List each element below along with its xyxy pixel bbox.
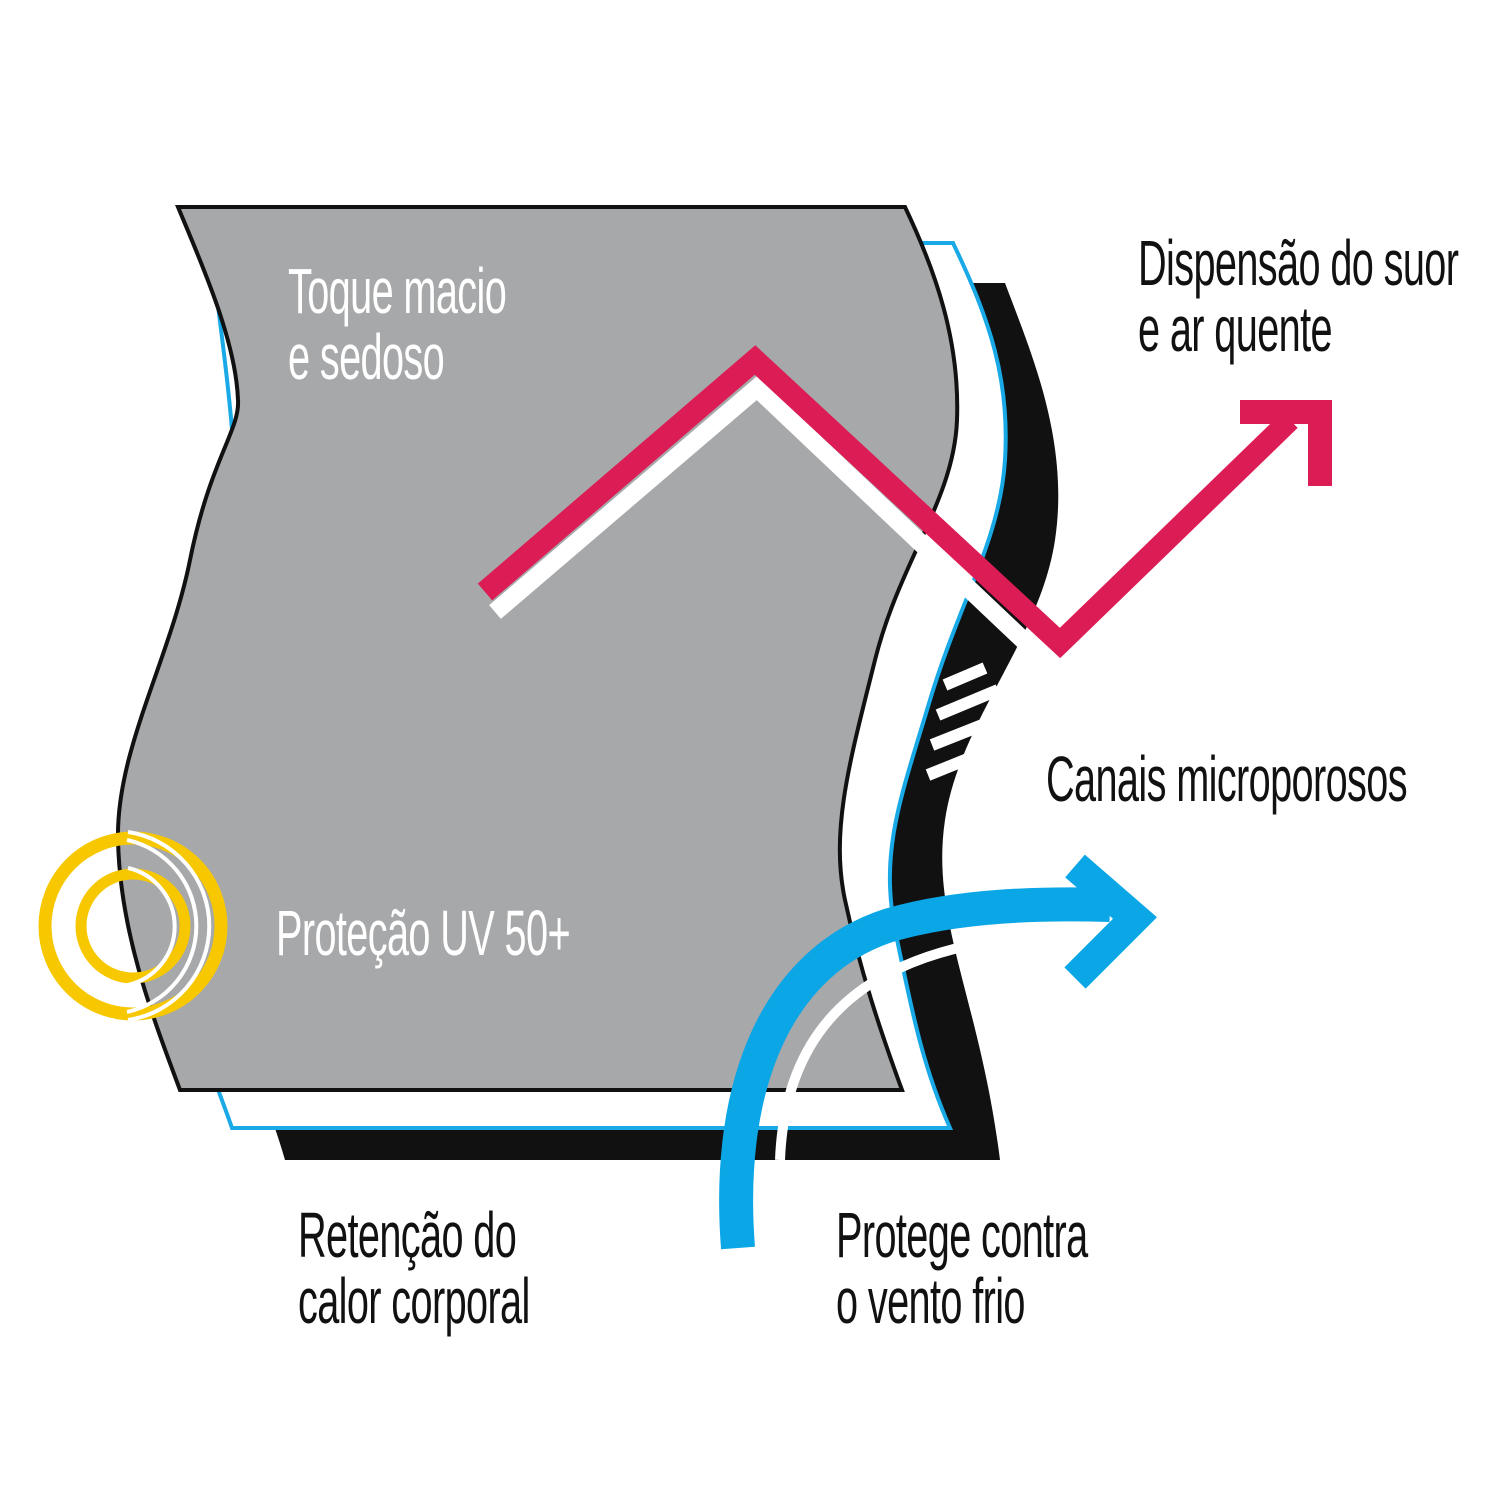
uv-line-1: Proteção UV 50+ bbox=[276, 897, 571, 969]
heat-line-1: Retenção do bbox=[298, 1199, 517, 1271]
sweat-arrow-icon bbox=[477, 345, 1332, 682]
wind-line-1: Protege contra bbox=[836, 1199, 1088, 1271]
wind-line-2: o vento frio bbox=[836, 1265, 1025, 1337]
outer-fabric-layer bbox=[115, 205, 960, 1092]
soft-touch-label: Toque macio e sedoso bbox=[288, 255, 507, 393]
uv-rings-icon bbox=[38, 830, 228, 1022]
microporous-label: Canais microporosos bbox=[1046, 743, 1408, 815]
uv-protection-label: Proteção UV 50+ bbox=[276, 897, 571, 969]
sweat-line-1: Dispensão do suor bbox=[1138, 227, 1459, 299]
microporous-channels bbox=[925, 662, 1001, 781]
sweat-line-2: e ar quente bbox=[1138, 293, 1333, 365]
wind-protection-label: Protege contra o vento frio bbox=[836, 1202, 1088, 1334]
heat-line-2: calor corporal bbox=[298, 1265, 530, 1337]
heat-retention-label: Retenção do calor corporal bbox=[298, 1202, 530, 1334]
soft-touch-line-1: Toque macio bbox=[288, 255, 507, 327]
soft-touch-line-2: e sedoso bbox=[288, 321, 445, 393]
microporous-line-1: Canais microporosos bbox=[1046, 743, 1408, 815]
wind-arrow-icon bbox=[719, 854, 1157, 1250]
sweat-dispersion-label: Dispensão do suor e ar quente bbox=[1138, 227, 1459, 365]
